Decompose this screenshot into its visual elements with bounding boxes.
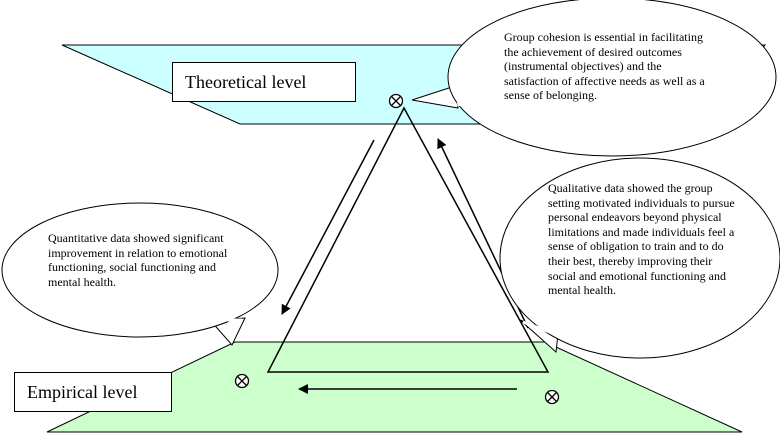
circled-x-icon	[544, 389, 560, 405]
circled-x-icon	[234, 373, 250, 389]
bubble-top-right-text: Group cohesion is essential in facilitat…	[504, 30, 705, 103]
empirical-level-label: Empirical level	[14, 372, 172, 412]
bubble-left-text: Quantitative data showed significant imp…	[48, 231, 228, 289]
circled-x-icon	[388, 93, 404, 109]
arrow-left-down-icon	[281, 139, 375, 315]
central-triangle	[266, 106, 550, 373]
bubble-left-outline	[1, 202, 279, 338]
empirical-level-text: Empirical level	[27, 382, 138, 402]
theoretical-level-label: Theoretical level	[172, 62, 356, 102]
theoretical-level-text: Theoretical level	[185, 72, 307, 92]
bubble-right-outline	[499, 157, 780, 359]
bubble-right-text: Qualitative data showed the group settin…	[548, 181, 735, 298]
bubble-top-right-outline	[447, 0, 777, 157]
